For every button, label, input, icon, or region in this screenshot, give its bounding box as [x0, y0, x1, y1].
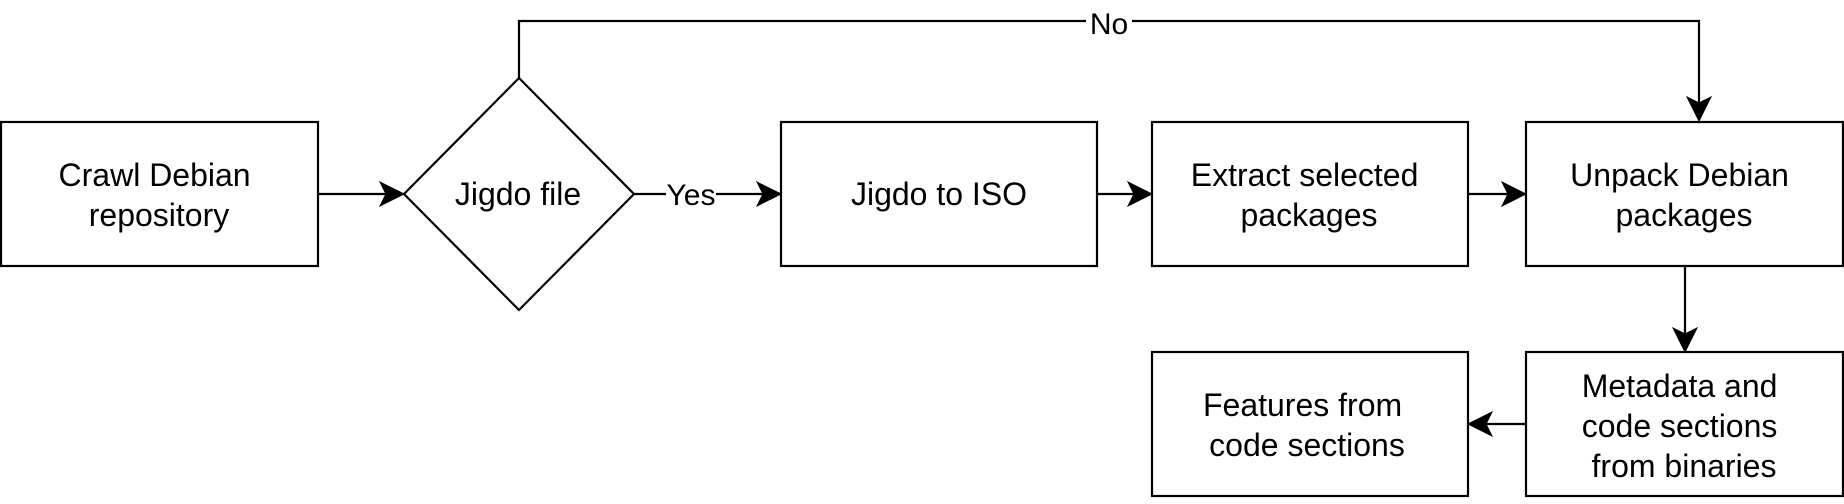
jigdo-to-iso-label-line1: Jigdo to ISO	[851, 176, 1027, 212]
decision-label-line1: Jigdo file	[455, 176, 581, 212]
extract-label: Extract selected packages	[1191, 157, 1428, 233]
extract-box	[1150, 120, 1470, 268]
yes-label: Yes	[667, 179, 716, 212]
unpack-label: Unpack Debian packages	[1570, 157, 1798, 233]
metadata-label-line1: Metadata and	[1582, 368, 1778, 404]
node-crawl-debian-repository: Crawl Debian repository	[0, 120, 320, 268]
crawl-label-line1: Crawl Debian	[59, 157, 251, 193]
arrowhead-decision	[378, 180, 406, 208]
features-box	[1150, 350, 1470, 498]
arrowhead-features	[1466, 410, 1494, 438]
unpack-box	[1524, 120, 1844, 268]
metadata-label: Metadata and code sections from binaries	[1582, 368, 1787, 484]
features-label-line1: Features from	[1203, 387, 1402, 423]
node-metadata-and-code-sections: Metadata and code sections from binaries	[1524, 350, 1844, 498]
yes-label-bg	[666, 178, 716, 210]
crawl-label: Crawl Debian repository	[59, 157, 260, 233]
unpack-label-line1: Unpack Debian	[1570, 157, 1789, 193]
unpack-label-line2: packages	[1616, 197, 1753, 233]
features-label-line2: code sections	[1209, 427, 1405, 463]
no-label: No	[1090, 8, 1128, 41]
extract-label-line2: packages	[1241, 197, 1378, 233]
arrowhead-jigdo-to-iso	[755, 180, 783, 208]
jigdo-to-iso-label: Jigdo to ISO	[851, 176, 1027, 212]
metadata-box	[1524, 350, 1844, 498]
arrowhead-unpack	[1685, 95, 1713, 123]
edges: Yes No	[318, 5, 1713, 438]
decision-diamond	[402, 76, 636, 312]
node-jigdo-to-iso: Jigdo to ISO	[779, 120, 1099, 268]
arrowhead-unpack-side	[1500, 180, 1528, 208]
node-jigdo-file-decision: Jigdo file	[402, 76, 636, 312]
node-extract-selected-packages: Extract selected packages	[1150, 120, 1470, 268]
arrowhead-metadata	[1671, 326, 1699, 354]
extract-label-line1: Extract selected	[1191, 157, 1419, 193]
crawl-box	[0, 120, 320, 268]
decision-label: Jigdo file	[455, 176, 581, 212]
arrowhead-extract	[1126, 180, 1154, 208]
crawl-label-line2: repository	[89, 197, 230, 233]
node-features-from-code-sections: Features from code sections	[1150, 350, 1470, 498]
jigdo-to-iso-box	[779, 120, 1099, 268]
metadata-label-line2: code sections	[1582, 408, 1778, 444]
node-unpack-debian-packages: Unpack Debian packages	[1524, 120, 1844, 268]
features-label: Features from code sections	[1203, 387, 1411, 463]
no-label-bg	[1086, 5, 1132, 39]
metadata-label-line3: from binaries	[1592, 448, 1777, 484]
